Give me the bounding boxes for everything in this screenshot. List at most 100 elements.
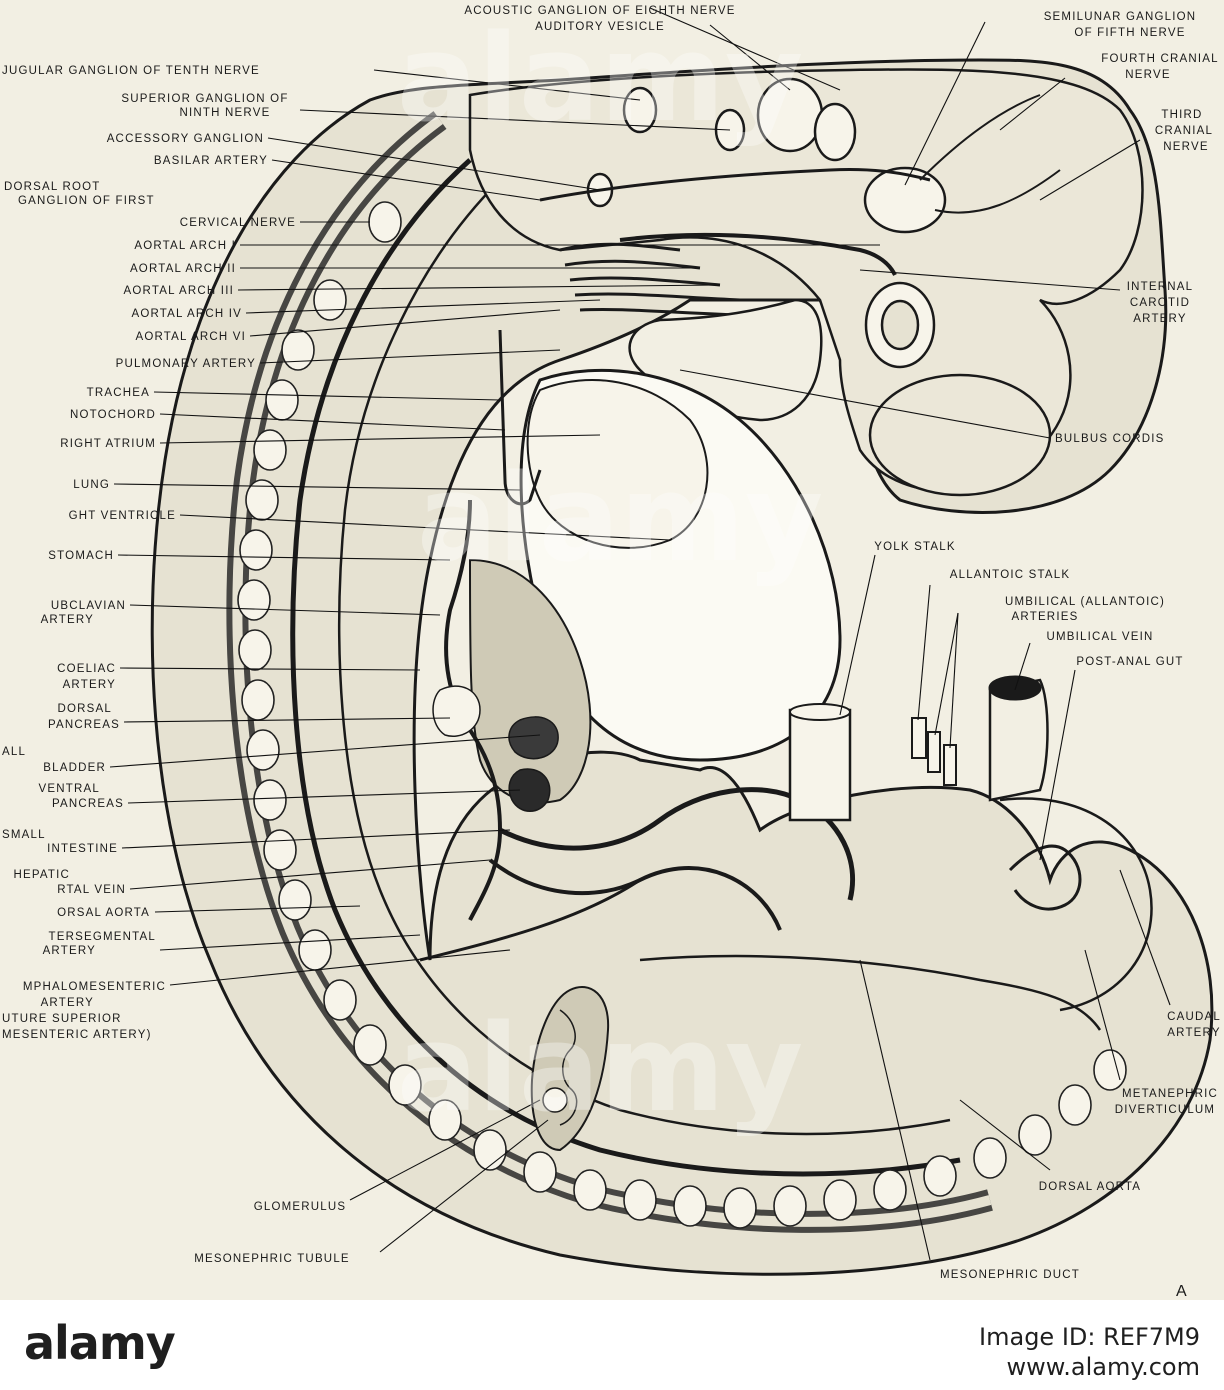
label-aortal-arch-3: AORTAL ARCH III (124, 285, 234, 297)
label-superior-ganglion: SUPERIOR GANGLION OF (121, 93, 288, 105)
cranial-nerve-3 (934, 169, 1061, 214)
leader-lines (109, 7, 1171, 1261)
umbilical-artery-shape-1 (927, 731, 941, 773)
label-glomerulus: GLOMERULUS (254, 1201, 347, 1213)
umbilical-region (639, 675, 1153, 1031)
label-small-intestine-2: INTESTINE (47, 843, 118, 855)
internal-carotid-vessel (619, 232, 897, 276)
forebrain-lobe (868, 373, 1052, 497)
label-hepatic-portal-vein-2: RTAL VEIN (57, 884, 126, 896)
labels: ACOUSTIC GANGLION OF EIGHTH NERVE AUDITO… (2, 5, 1221, 1300)
viscera (419, 329, 856, 962)
label-accessory-ganglion: ACCESSORY GANGLION (107, 133, 264, 145)
label-dorsal-pancreas: DORSAL (58, 703, 113, 715)
gall-bladder-shape (508, 716, 559, 760)
label-mesonephric-duct: MESONEPHRIC DUCT (940, 1269, 1080, 1281)
svg-text:alamy: alamy (417, 450, 823, 589)
label-third-cranial-nerve-2: CRANIAL (1155, 125, 1213, 137)
label-subclavian-artery: UBCLAVIAN (51, 600, 126, 612)
omphalomesenteric-artery-vessel (419, 878, 641, 962)
label-internal-carotid-artery-3: ARTERY (1133, 313, 1186, 325)
label-dorsal-aorta-right: DORSAL AORTA (1039, 1181, 1141, 1193)
tail-spiral (999, 797, 1153, 1012)
figure-letter: A (1176, 1283, 1188, 1300)
label-superior-ganglion-2: NINTH NERVE (180, 107, 271, 119)
notochord-line (290, 158, 961, 1177)
svg-text:alamy: alamy (397, 10, 803, 149)
label-caudal-artery-2: ARTERY (1167, 1027, 1220, 1039)
label-dorsal-root: DORSAL ROOT (4, 181, 100, 193)
label-metanephric-diverticulum-2: DIVERTICULUM (1115, 1104, 1215, 1116)
svg-text:alamy: alamy (397, 1000, 803, 1139)
image-id: Image ID: REF7M9 (979, 1323, 1200, 1351)
alamy-logo: alamy (24, 1316, 176, 1370)
label-lung: LUNG (73, 479, 110, 491)
label-gall-bladder: ALL (2, 746, 26, 758)
label-right-ventricle: GHT VENTRICLE (69, 510, 176, 522)
small-intestine-loop (498, 787, 856, 901)
label-omphalomesenteric-artery-2: ARTERY (41, 997, 94, 1009)
umbilical-artery-shape-2 (943, 744, 957, 786)
label-caudal-artery: CAUDAL (1167, 1011, 1221, 1023)
label-dorsal-aorta-left: ORSAL AORTA (57, 907, 150, 919)
label-dorsal-root-3: CERVICAL NERVE (180, 217, 296, 229)
cranial-nerve-4 (919, 94, 1041, 181)
label-stomach: STOMACH (48, 550, 114, 562)
label-omphalomesenteric-artery-4: MESENTERIC ARTERY) (2, 1029, 152, 1041)
mesonephric-duct-line (639, 954, 1102, 1031)
label-fourth-cranial-nerve-2: NERVE (1125, 69, 1170, 81)
label-hepatic-portal-vein: HEPATIC (13, 869, 70, 881)
label-semilunar-ganglion: SEMILUNAR GANGLION (1044, 11, 1197, 23)
mesonephros (530, 985, 610, 1152)
label-trachea: TRACHEA (87, 387, 150, 399)
label-right-atrium: RIGHT ATRIUM (60, 438, 156, 450)
head-region (468, 68, 1144, 497)
stock-footer: alamy Image ID: REF7M9 www.alamy.com (0, 1300, 1224, 1390)
dorsal-aorta-line (338, 179, 951, 1136)
label-internal-carotid-artery-2: CAROTID (1130, 297, 1190, 309)
dorsal-pancreas-shape (432, 685, 481, 737)
label-post-anal-gut: POST-ANAL GUT (1076, 656, 1183, 668)
label-dorsal-root-2: GANGLION OF FIRST (18, 195, 155, 207)
glomerulus-shape (542, 1087, 568, 1113)
label-metanephric-diverticulum: METANEPHRIC (1122, 1088, 1218, 1100)
label-intersegmental-artery: TERSEGMENTAL (49, 931, 156, 943)
label-umbilical-vein: UMBILICAL VEIN (1046, 631, 1153, 643)
trachea-lung (498, 329, 542, 506)
label-aortal-arch-4: AORTAL ARCH IV (131, 308, 242, 320)
label-internal-carotid-artery: INTERNAL (1127, 281, 1193, 293)
yolk-stalk-shape (788, 708, 852, 822)
label-umbilical-arteries-2: ARTERIES (1012, 611, 1079, 623)
label-aortal-arch-2: AORTAL ARCH II (130, 263, 236, 275)
label-dorsal-pancreas-2: PANCREAS (48, 719, 120, 731)
label-coeliac-artery-2: ARTERY (63, 679, 116, 691)
umbilical-vein-shape (988, 678, 1049, 802)
label-small-intestine: SMALL (2, 829, 46, 841)
embryo-diagram: ACOUSTIC GANGLION OF EIGHTH NERVE AUDITO… (2, 5, 1221, 1300)
label-omphalomesenteric-artery: MPHALOMESENTERIC (23, 981, 166, 993)
label-umbilical-arteries: UMBILICAL (ALLANTOIC) (1005, 596, 1165, 608)
watermark: alamy alamy alamy (397, 10, 823, 1139)
label-bulbus-cordis: BULBUS CORDIS (1055, 433, 1165, 445)
label-ventral-pancreas-2: PANCREAS (52, 798, 124, 810)
label-gall-bladder-2: BLADDER (43, 762, 106, 774)
label-intersegmental-artery-2: ARTERY (43, 945, 96, 957)
heart-atrium (526, 379, 709, 549)
label-coeliac-artery: COELIAC (57, 663, 116, 675)
label-fourth-cranial-nerve: FOURTH CRANIAL (1101, 53, 1219, 65)
basilar-artery-vessel (539, 167, 931, 202)
label-pulmonary-artery: PULMONARY ARTERY (116, 358, 256, 370)
label-ventral-pancreas: VENTRAL (39, 783, 100, 795)
allantoic-stalk-shape (911, 717, 927, 759)
label-third-cranial-nerve: THIRD (1161, 109, 1202, 121)
label-yolk-stalk: YOLK STALK (874, 541, 955, 553)
label-jugular-ganglion: JUGULAR GANGLION OF TENTH NERVE (2, 65, 260, 77)
label-mesonephric-tubule: MESONEPHRIC TUBULE (194, 1253, 350, 1265)
post-anal-gut-loop (1008, 844, 1082, 911)
ventral-pancreas-shape (508, 768, 551, 812)
label-aortal-arch-6: AORTAL ARCH VI (135, 331, 246, 343)
label-auditory-vesicle: AUDITORY VESICLE (535, 21, 665, 33)
label-third-cranial-nerve-3: NERVE (1163, 141, 1208, 153)
label-acoustic-ganglion: ACOUSTIC GANGLION OF EIGHTH NERVE (464, 5, 735, 17)
label-aortal-arch-1: AORTAL ARCH I (134, 240, 236, 252)
